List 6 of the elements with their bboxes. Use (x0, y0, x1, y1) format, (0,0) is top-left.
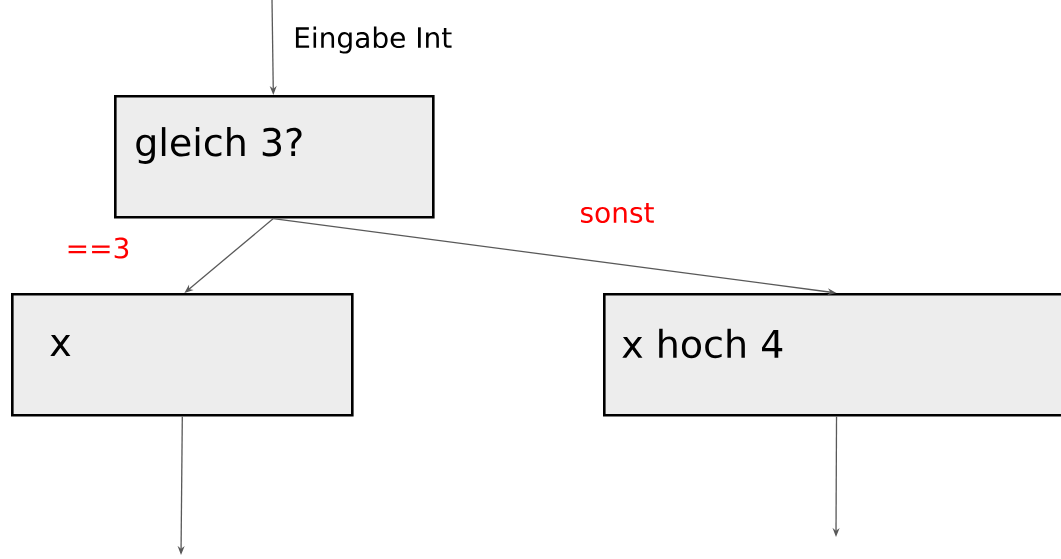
process-box: x hoch 4 (603, 293, 1061, 417)
edge-label: Eingabe Int (292, 25, 454, 55)
edge-label: sonst (578, 201, 656, 224)
edge-label: ==3 (64, 236, 132, 260)
process-box: x (11, 293, 354, 417)
process-box: gleich 3? (114, 95, 435, 219)
